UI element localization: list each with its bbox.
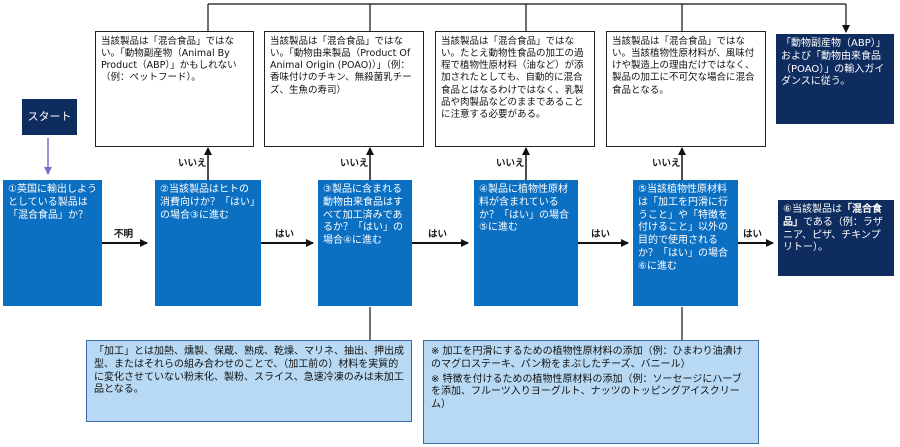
step-1-box: ①英国に輸出しようとしている製品は「混合食品」か？ — [3, 180, 102, 306]
step-2-box: ②当該製品はヒトの消費向けか？「はい」の場合③に進む — [155, 180, 261, 306]
not-mixed-abp-box: 当該製品は「混合食品」ではない。「動物副産物（Animal By Product… — [95, 31, 254, 147]
step-5-text: ⑤当該植物性原材料は「加工を円滑に行うこと」や「特徴を付けること」以外の目的で使… — [638, 184, 728, 272]
guidance-box: 「動物副産物（ABP）」および「動物由来食品（POAO）」の輸入ガイダンスに従う… — [776, 34, 894, 124]
yes-label-5: はい — [743, 229, 763, 240]
step-2-text: ②当該製品はヒトの消費向けか？「はい」の場合③に進む — [160, 184, 255, 221]
start-box: スタート — [22, 99, 77, 135]
result-suffix: である（例：ラザニア、ピザ、チキンプリトー）。 — [783, 216, 883, 254]
note-facilitate-processing: ※ 加工を円滑にするための植物性原材料の添加（例：ひまわり油漬けのマグロステーキ… — [431, 346, 743, 370]
not-mixed-poao-text: 当該製品は「混合食品」ではない。「動物由来製品（Product Of Anima… — [270, 36, 412, 96]
processing-note-box: 「加工」とは加熱、燻製、保蔵、熟成、乾燥、マリネ、抽出、押出成型、またはそれらの… — [86, 340, 412, 422]
yes-label-3: はい — [428, 229, 448, 240]
result-box: ⑥当該製品は「混合食品」である（例：ラザニア、ピザ、チキンプリトー）。 — [778, 200, 894, 276]
step-5-box: ⑤当該植物性原材料は「加工を円滑に行うこと」や「特徴を付けること」以外の目的で使… — [633, 180, 738, 306]
result-prefix: ⑥当該製品は — [783, 204, 842, 215]
not-mixed-flavour-text: 当該製品は「混合食品」ではない。当該植物性原材料が、風味付けや製造上の理由だけで… — [612, 36, 755, 96]
guidance-text: 「動物副産物（ABP）」および「動物由来食品（POAO）」の輸入ガイダンスに従う… — [781, 38, 886, 88]
no-label-4: いいえ — [496, 158, 525, 169]
plant-additive-note-box: ※ 加工を円滑にするための植物性原材料の添加（例：ひまわり油漬けのマグロステーキ… — [423, 340, 759, 444]
not-mixed-flavour-box: 当該製品は「混合食品」ではない。当該植物性原材料が、風味付けや製造上の理由だけで… — [606, 31, 766, 147]
no-label-2: いいえ — [178, 158, 207, 169]
not-mixed-plant-processing-text: 当該製品は「混合食品」ではない。たとえ動物性食品の加工の過程で植物性原材料（油な… — [441, 36, 584, 120]
step-3-text: ③製品に含まれる動物由来食品はすべて加工済みであるか？「はい」の場合④に進む — [323, 184, 403, 247]
step-4-box: ④製品に植物性原材料が含まれているか？「はい」の場合⑤に進む — [474, 180, 578, 306]
not-mixed-abp-text: 当該製品は「混合食品」ではない。「動物副産物（Animal By Product… — [101, 36, 237, 84]
unknown-label: 不明 — [114, 229, 134, 240]
not-mixed-plant-processing-box: 当該製品は「混合食品」ではない。たとえ動物性食品の加工の過程で植物性原材料（油な… — [435, 31, 595, 147]
step-1-text: ①英国に輸出しようとしている製品は「混合食品」か？ — [8, 184, 97, 221]
result-bold: 「混合食品」 — [783, 204, 882, 228]
processing-note-text: 「加工」とは加熱、燻製、保蔵、熟成、乾燥、マリネ、抽出、押出成型、またはそれらの… — [94, 346, 404, 396]
yes-label-4: はい — [591, 229, 611, 240]
start-label: スタート — [27, 109, 72, 123]
step-4-text: ④製品に植物性原材料が含まれているか？「はい」の場合⑤に進む — [479, 184, 569, 234]
no-label-3: いいえ — [340, 158, 369, 169]
yes-label-2: はい — [275, 229, 295, 240]
note-add-characteristic: ※ 特徴を付けるための植物性原材料の添加（例：ソーセージにハーブを添加、フルーツ… — [431, 373, 742, 411]
step-3-box: ③製品に含まれる動物由来食品はすべて加工済みであるか？「はい」の場合④に進む — [318, 180, 412, 306]
no-label-5: いいえ — [652, 158, 681, 169]
not-mixed-poao-box: 当該製品は「混合食品」ではない。「動物由来製品（Product Of Anima… — [264, 31, 424, 147]
